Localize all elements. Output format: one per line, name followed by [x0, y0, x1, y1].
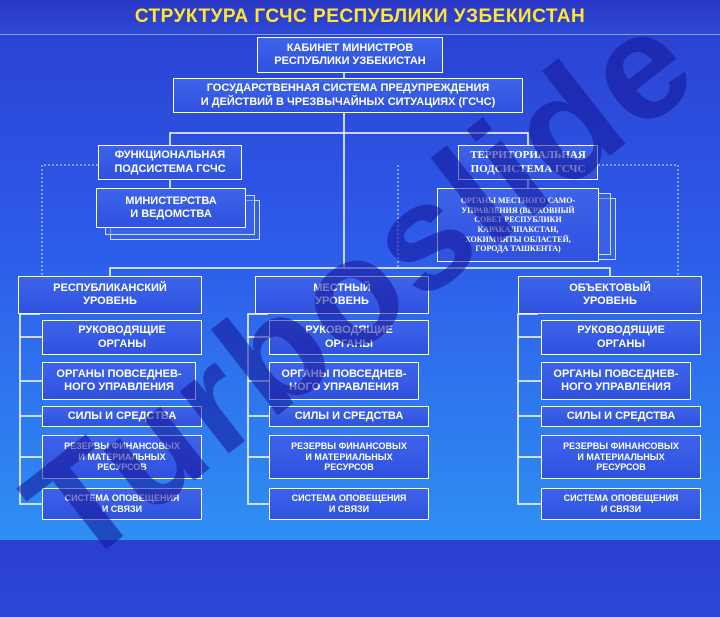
- republican-daily-management: ОРГАНЫ ПОВСЕДНЕВ- НОГО УПРАВЛЕНИЯ: [42, 362, 196, 400]
- local-forces: СИЛЫ И СРЕДСТВА: [269, 406, 429, 427]
- object-forces: СИЛЫ И СРЕДСТВА: [541, 406, 701, 427]
- connector-lines: [0, 0, 720, 540]
- local-reserves: РЕЗЕРВЫ ФИНАНСОВЫХ И МАТЕРИАЛЬНЫХ РЕСУРС…: [269, 435, 429, 479]
- cabinet-box: КАБИНЕТ МИНИСТРОВ РЕСПУБЛИКИ УЗБЕКИСТАН: [257, 37, 443, 73]
- gschs-box: ГОСУДАРСТВЕННАЯ СИСТЕМА ПРЕДУПРЕЖДЕНИЯ И…: [173, 78, 523, 113]
- functional-subsystem-box: ФУНКЦИОНАЛЬНАЯ ПОДСИСТЕМА ГСЧС: [98, 145, 242, 180]
- local-daily-management: ОРГАНЫ ПОВСЕДНЕВ- НОГО УПРАВЛЕНИЯ: [269, 362, 419, 400]
- republican-forces: СИЛЫ И СРЕДСТВА: [42, 406, 202, 427]
- level-local-box: МЕСТНЫЙ УРОВЕНЬ: [255, 276, 429, 314]
- local-governing-bodies: РУКОВОДЯЩИЕ ОРГАНЫ: [269, 320, 429, 355]
- republican-reserves: РЕЗЕРВЫ ФИНАНСОВЫХ И МАТЕРИАЛЬНЫХ РЕСУРС…: [42, 435, 202, 479]
- local-government-box: ОРГАНЫ МЕСТНОГО САМО- УПРАВЛЕНИЯ (ВЕРХОВ…: [437, 188, 599, 262]
- local-alert-system: СИСТЕМА ОПОВЕЩЕНИЯ И СВЯЗИ: [269, 488, 429, 520]
- object-reserves: РЕЗЕРВЫ ФИНАНСОВЫХ И МАТЕРИАЛЬНЫХ РЕСУРС…: [541, 435, 701, 479]
- object-daily-management: ОРГАНЫ ПОВСЕДНЕВ- НОГО УПРАВЛЕНИЯ: [541, 362, 691, 400]
- level-object-box: ОБЪЕКТОВЫЙ УРОВЕНЬ: [518, 276, 702, 314]
- republican-alert-system: СИСТЕМА ОПОВЕЩЕНИЯ И СВЯЗИ: [42, 488, 202, 520]
- page-title: СТРУКТУРА ГСЧС РЕСПУБЛИКИ УЗБЕКИСТАН: [0, 0, 720, 35]
- republican-governing-bodies: РУКОВОДЯЩИЕ ОРГАНЫ: [42, 320, 202, 355]
- object-alert-system: СИСТЕМА ОПОВЕЩЕНИЯ И СВЯЗИ: [541, 488, 701, 520]
- ministries-box: МИНИСТЕРСТВА И ВЕДОМСТВА: [96, 188, 246, 228]
- object-governing-bodies: РУКОВОДЯЩИЕ ОРГАНЫ: [541, 320, 701, 355]
- level-republican-box: РЕСПУБЛИКАНСКИЙ УРОВЕНЬ: [18, 276, 202, 314]
- territorial-subsystem-box: ТЕРРИТОРИАЛЬНАЯ ПОДСИСТЕМА ГСЧС: [458, 145, 598, 180]
